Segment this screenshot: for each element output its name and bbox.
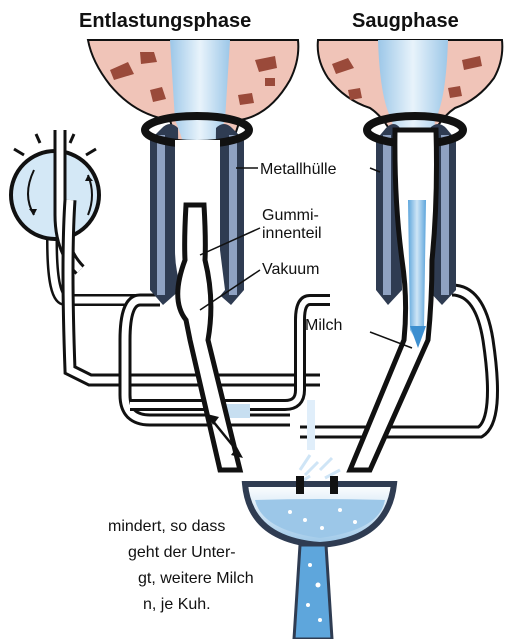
- heading-suction-phase: Saugphase: [352, 10, 459, 32]
- label-rubber-liner-1: Gummi-: [262, 207, 319, 224]
- label-metal-shell: Metallhülle: [260, 161, 337, 178]
- caption-line-1: mindert, so dass: [108, 518, 225, 535]
- caption-line-4: n, je Kuh.: [143, 596, 211, 613]
- label-vacuum: Vakuum: [262, 261, 320, 278]
- caption-line-2: geht der Unter-: [128, 544, 236, 561]
- label-rubber-liner-2: innenteil: [262, 225, 322, 242]
- milk-claw: [245, 476, 394, 639]
- right-teat-cup: [318, 40, 503, 470]
- label-milk: Milch: [305, 317, 342, 334]
- milk-spray: [296, 400, 340, 485]
- heading-relief-phase: Entlastungsphase: [79, 10, 251, 32]
- caption-line-3: gt, weitere Milch: [138, 570, 254, 587]
- caption-text: mindert, so dass geht der Unter- gt, wei…: [108, 518, 254, 613]
